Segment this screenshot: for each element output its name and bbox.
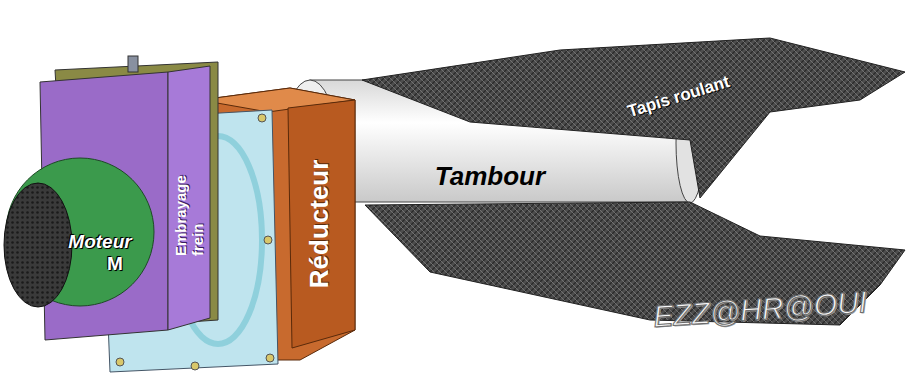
part-name: Tapis roulant <box>626 72 733 122</box>
part-name: Embrayage frein <box>172 146 206 256</box>
part-name: Tambour <box>435 162 545 192</box>
part-name: Réducteur <box>305 160 335 289</box>
drum-part: Tambour <box>412 156 568 198</box>
clutch-brake-part: Embrayage frein <box>168 78 210 323</box>
bolt <box>258 114 266 122</box>
bolt <box>266 354 274 362</box>
part-name: Moteur <box>68 231 131 253</box>
reducer-part: Réducteur <box>291 108 349 340</box>
motor-grille <box>4 183 72 307</box>
belt-upper-sheet <box>362 38 905 198</box>
motor-part: MoteurM <box>50 218 150 288</box>
belt-part: Tapis roulant <box>572 52 786 142</box>
part-name: M <box>107 253 123 275</box>
motor-shape <box>4 158 154 307</box>
bolt <box>264 236 272 244</box>
bolt <box>116 358 124 366</box>
reducer-side <box>288 100 355 348</box>
clutch-side <box>168 66 210 330</box>
bolt <box>191 362 199 370</box>
clutch-nozzle <box>128 56 138 72</box>
belt-shape <box>362 38 905 325</box>
